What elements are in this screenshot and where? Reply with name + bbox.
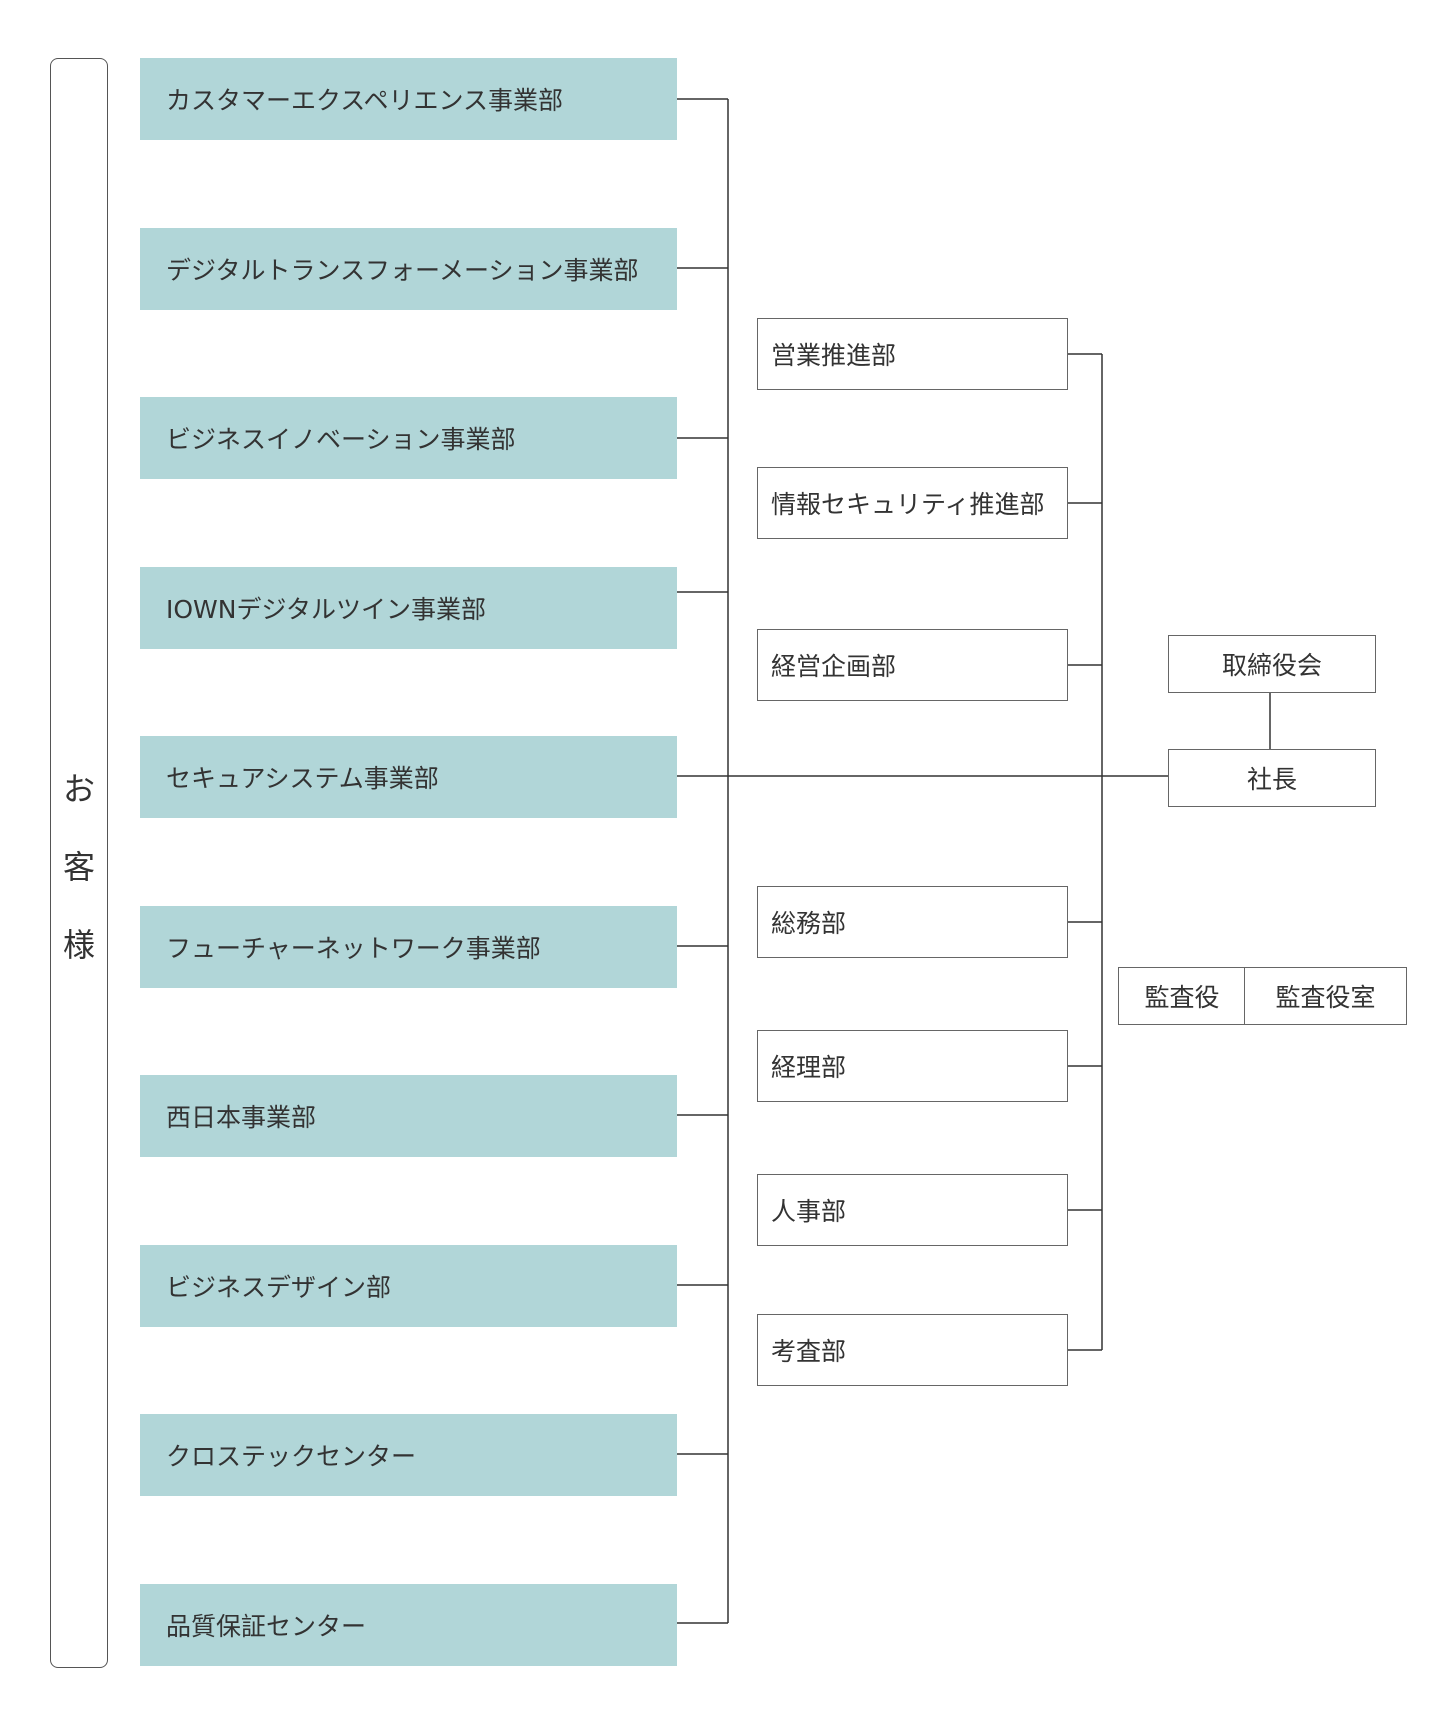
business-unit-box: クロステックセンター <box>140 1414 677 1496</box>
staff-department-label: 総務部 <box>771 909 847 938</box>
business-unit-label: ビジネスデザイン部 <box>166 1273 392 1302</box>
staff-department-box: 経理部 <box>757 1030 1068 1102</box>
auditor-office-label: 監査役室 <box>1275 983 1376 1012</box>
auditor-office-box: 監査役室 <box>1244 967 1407 1025</box>
customer-label-char: 様 <box>62 926 95 964</box>
business-unit-label: デジタルトランスフォーメーション事業部 <box>166 256 639 285</box>
staff-department-label: 営業推進部 <box>771 341 897 370</box>
staff-department-label: 経理部 <box>771 1053 847 1082</box>
staff-department-box: 考査部 <box>757 1314 1068 1386</box>
auditor-box: 監査役 <box>1118 967 1246 1025</box>
business-unit-label: IOWNデジタルツイン事業部 <box>166 595 486 624</box>
business-unit-box: ビジネスデザイン部 <box>140 1245 677 1327</box>
business-unit-label: カスタマーエクスペリエンス事業部 <box>166 86 564 115</box>
business-unit-box: IOWNデジタルツイン事業部 <box>140 567 677 649</box>
president-label: 社長 <box>1246 765 1297 794</box>
customer-box <box>50 58 108 1668</box>
business-unit-label: ビジネスイノベーション事業部 <box>166 425 516 454</box>
business-unit-box: ビジネスイノベーション事業部 <box>140 397 677 479</box>
customer-label-char: 客 <box>62 848 95 886</box>
business-unit-label: 西日本事業部 <box>166 1103 317 1132</box>
business-unit-label: クロステックセンター <box>166 1442 417 1471</box>
business-unit-box: セキュアシステム事業部 <box>140 736 677 818</box>
staff-department-box: 総務部 <box>757 886 1068 958</box>
auditor-label: 監査役 <box>1144 983 1220 1012</box>
staff-department-box: 営業推進部 <box>757 318 1068 390</box>
business-unit-box: フューチャーネットワーク事業部 <box>140 906 677 988</box>
staff-department-label: 情報セキュリティ推進部 <box>771 490 1045 519</box>
business-unit-box: 品質保証センター <box>140 1584 677 1666</box>
business-unit-label: フューチャーネットワーク事業部 <box>166 934 541 963</box>
board-of-directors-box: 取締役会 <box>1168 635 1376 693</box>
staff-department-box: 情報セキュリティ推進部 <box>757 467 1068 539</box>
staff-department-box: 経営企画部 <box>757 629 1068 701</box>
business-unit-box: デジタルトランスフォーメーション事業部 <box>140 228 677 310</box>
board-of-directors-label: 取締役会 <box>1221 651 1322 680</box>
business-unit-box: カスタマーエクスペリエンス事業部 <box>140 58 677 140</box>
staff-department-box: 人事部 <box>757 1174 1068 1246</box>
business-unit-box: 西日本事業部 <box>140 1075 677 1157</box>
customer-label-char: お <box>62 770 95 808</box>
business-unit-label: 品質保証センター <box>166 1612 367 1641</box>
staff-department-label: 経営企画部 <box>771 652 897 681</box>
business-unit-label: セキュアシステム事業部 <box>166 764 439 793</box>
staff-department-label: 人事部 <box>771 1197 847 1226</box>
president-box: 社長 <box>1168 749 1376 807</box>
staff-department-label: 考査部 <box>771 1337 847 1366</box>
